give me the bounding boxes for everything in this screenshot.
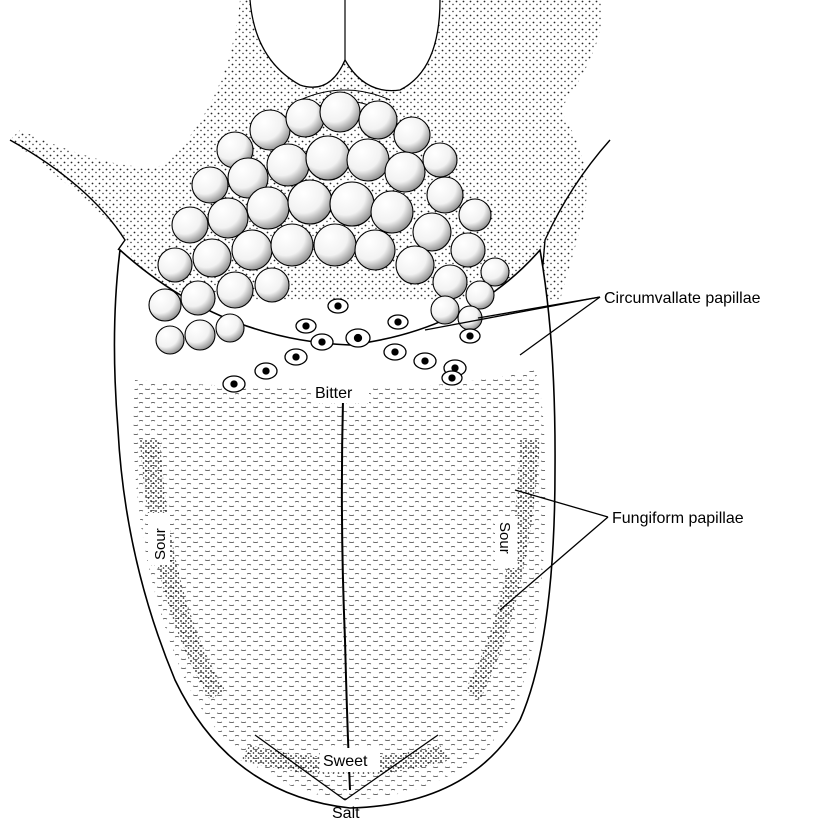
bitter-label: Bitter bbox=[315, 385, 353, 402]
salt-label: Salt bbox=[332, 805, 360, 822]
sour-right-label: Sour bbox=[496, 522, 513, 554]
circumvallate-papillae-label: Circumvallate papillae bbox=[604, 290, 761, 307]
callout-labels: Circumvallate papillae Fungiform papilla… bbox=[604, 290, 761, 527]
sweet-label: Sweet bbox=[323, 753, 368, 770]
sour-left-label: Sour bbox=[152, 528, 169, 560]
fungiform-papillae-label: Fungiform papillae bbox=[612, 510, 744, 527]
